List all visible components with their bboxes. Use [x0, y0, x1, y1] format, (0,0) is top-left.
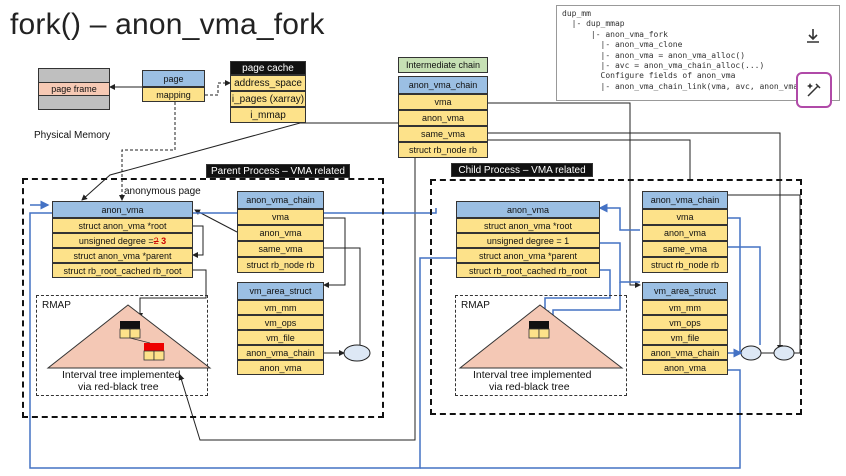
parent-anon-vma-degree: unsigned degree = 2 3 — [52, 233, 193, 248]
child-chain-field: vma — [642, 209, 728, 225]
parent-vm-area-field: anon_vma_chain — [237, 345, 324, 360]
parent-chain-field: anon_vma — [237, 225, 324, 241]
code-line: |- anon_vma_clone — [562, 40, 683, 50]
intermediate-chain-header: anon_vma_chain — [398, 76, 488, 94]
parent-rmap-region — [36, 295, 208, 396]
magic-pen-icon — [807, 83, 821, 97]
download-button[interactable] — [797, 20, 829, 52]
parent-vm-area-header: vm_area_struct — [237, 282, 324, 300]
page-cache-field: i_pages (xarray) — [230, 91, 306, 107]
child-anon-vma-field: struct rb_root_cached rb_root — [456, 263, 600, 278]
child-chain-header: anon_vma_chain — [642, 191, 728, 209]
degree-old-value: 2 — [153, 235, 159, 246]
child-vm-area-field: vm_ops — [642, 315, 728, 330]
parent-tree-caption: via red-black tree — [78, 381, 159, 393]
page-title: fork() – anon_vma_fork — [10, 8, 325, 41]
child-tree-caption: via red-black tree — [489, 381, 570, 393]
child-vm-area-field: anon_vma_chain — [642, 345, 728, 360]
child-rmap-label: RMAP — [461, 300, 490, 311]
download-icon — [807, 29, 819, 43]
page-cache-header: page cache — [230, 61, 306, 75]
page-cache-field: address_space — [230, 75, 306, 91]
physical-memory-label: Physical Memory — [34, 130, 111, 141]
child-chain-field: anon_vma — [642, 225, 728, 241]
child-vm-area-header: vm_area_struct — [642, 282, 728, 300]
parent-vm-area-field: vm_mm — [237, 300, 324, 315]
child-chain-field: struct rb_node rb — [642, 257, 728, 273]
parent-anon-vma-field: struct rb_root_cached rb_root — [52, 263, 193, 278]
intermediate-chain-label: Intermediate chain — [398, 57, 488, 73]
degree-new-value: 3 — [161, 235, 167, 246]
memory-block-top — [38, 68, 110, 82]
child-chain-field: same_vma — [642, 241, 728, 257]
code-line: |- dup_mmap — [562, 19, 625, 29]
page-mapping: mapping — [142, 87, 205, 102]
anonymous-page-label: anonymous page — [124, 186, 201, 197]
child-vm-area-field: vm_mm — [642, 300, 728, 315]
call-stack-code: dup_mm |- dup_mmap |- anon_vma_fork |- a… — [556, 5, 840, 101]
child-anon-vma-field: unsigned degree = 1 — [456, 233, 600, 248]
parent-vm-area-field: vm_ops — [237, 315, 324, 330]
child-process-region — [430, 179, 802, 415]
intermediate-field: anon_vma — [398, 110, 488, 126]
child-tree-caption: Interval tree implemented — [473, 369, 592, 381]
parent-process-title: Parent Process – VMA related — [206, 164, 350, 178]
parent-anon-vma-field: struct anon_vma *root — [52, 218, 193, 233]
parent-vm-area-field: anon_vma — [237, 360, 324, 375]
code-line: |- avc = anon_vma_chain_alloc(...) — [562, 61, 765, 71]
child-anon-vma-header: anon_vma — [456, 201, 600, 218]
intermediate-field: vma — [398, 94, 488, 110]
parent-anon-vma-field: struct anon_vma *parent — [52, 248, 193, 263]
code-line: Configure fields of anon_vma — [562, 71, 736, 81]
degree-label: unsigned degree = — [78, 235, 154, 246]
code-line: |- anon_vma_fork — [562, 29, 668, 39]
memory-block-bottom — [38, 96, 110, 110]
parent-rmap-label: RMAP — [42, 300, 71, 311]
page-cache-field: i_mmap — [230, 107, 306, 123]
child-process-title: Child Process – VMA related — [451, 163, 593, 177]
page-frame: page frame — [38, 82, 110, 96]
parent-chain-field: same_vma — [237, 241, 324, 257]
code-line: |- anon_vma = anon_vma_alloc() — [562, 50, 746, 60]
edit-button[interactable] — [796, 72, 832, 108]
parent-anon-vma-header: anon_vma — [52, 201, 193, 218]
parent-chain-header: anon_vma_chain — [237, 191, 324, 209]
parent-tree-caption: Interval tree implemented — [62, 369, 181, 381]
page-header: page — [142, 70, 205, 87]
code-line: dup_mm — [562, 9, 591, 18]
child-anon-vma-field: struct anon_vma *root — [456, 218, 600, 233]
intermediate-field: struct rb_node rb — [398, 142, 488, 158]
parent-chain-field: struct rb_node rb — [237, 257, 324, 273]
parent-vm-area-field: vm_file — [237, 330, 324, 345]
child-anon-vma-field: struct anon_vma *parent — [456, 248, 600, 263]
intermediate-field: same_vma — [398, 126, 488, 142]
child-vm-area-field: vm_file — [642, 330, 728, 345]
parent-chain-field: vma — [237, 209, 324, 225]
code-line: |- anon_vma_chain_link(vma, avc, anon_vm… — [562, 81, 803, 91]
parent-process-region — [22, 178, 384, 418]
child-vm-area-field: anon_vma — [642, 360, 728, 375]
child-rmap-region — [455, 295, 627, 396]
